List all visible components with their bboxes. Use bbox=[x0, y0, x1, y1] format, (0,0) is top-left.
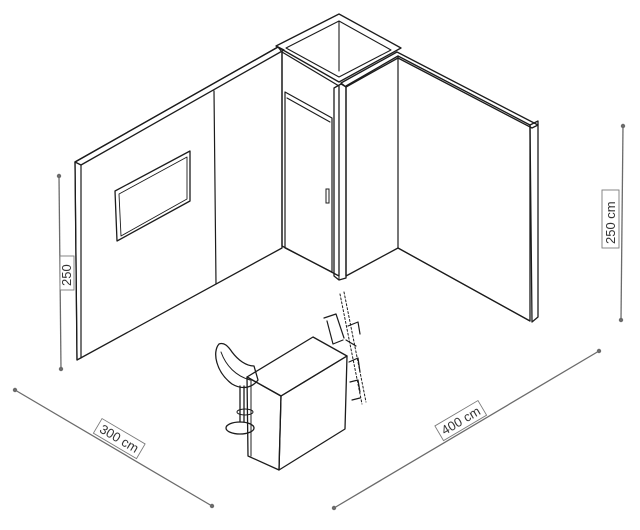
tv-screen bbox=[114, 150, 191, 242]
brochure-rack bbox=[323, 291, 367, 405]
door-handle-icon bbox=[325, 188, 330, 204]
height-dimension-right: 250 cm bbox=[601, 123, 626, 323]
left-height-label: 250 bbox=[59, 264, 74, 286]
width-dimension: 300 cm bbox=[12, 387, 215, 509]
storage-room bbox=[275, 13, 402, 281]
counter bbox=[246, 336, 348, 471]
right-wall bbox=[340, 51, 539, 323]
door bbox=[284, 91, 333, 273]
height-dimension-left: 250 bbox=[56, 173, 75, 372]
bar-stool bbox=[215, 342, 259, 435]
height-label: 250 cm bbox=[603, 201, 618, 244]
depth-dimension: 400 cm bbox=[331, 348, 602, 511]
